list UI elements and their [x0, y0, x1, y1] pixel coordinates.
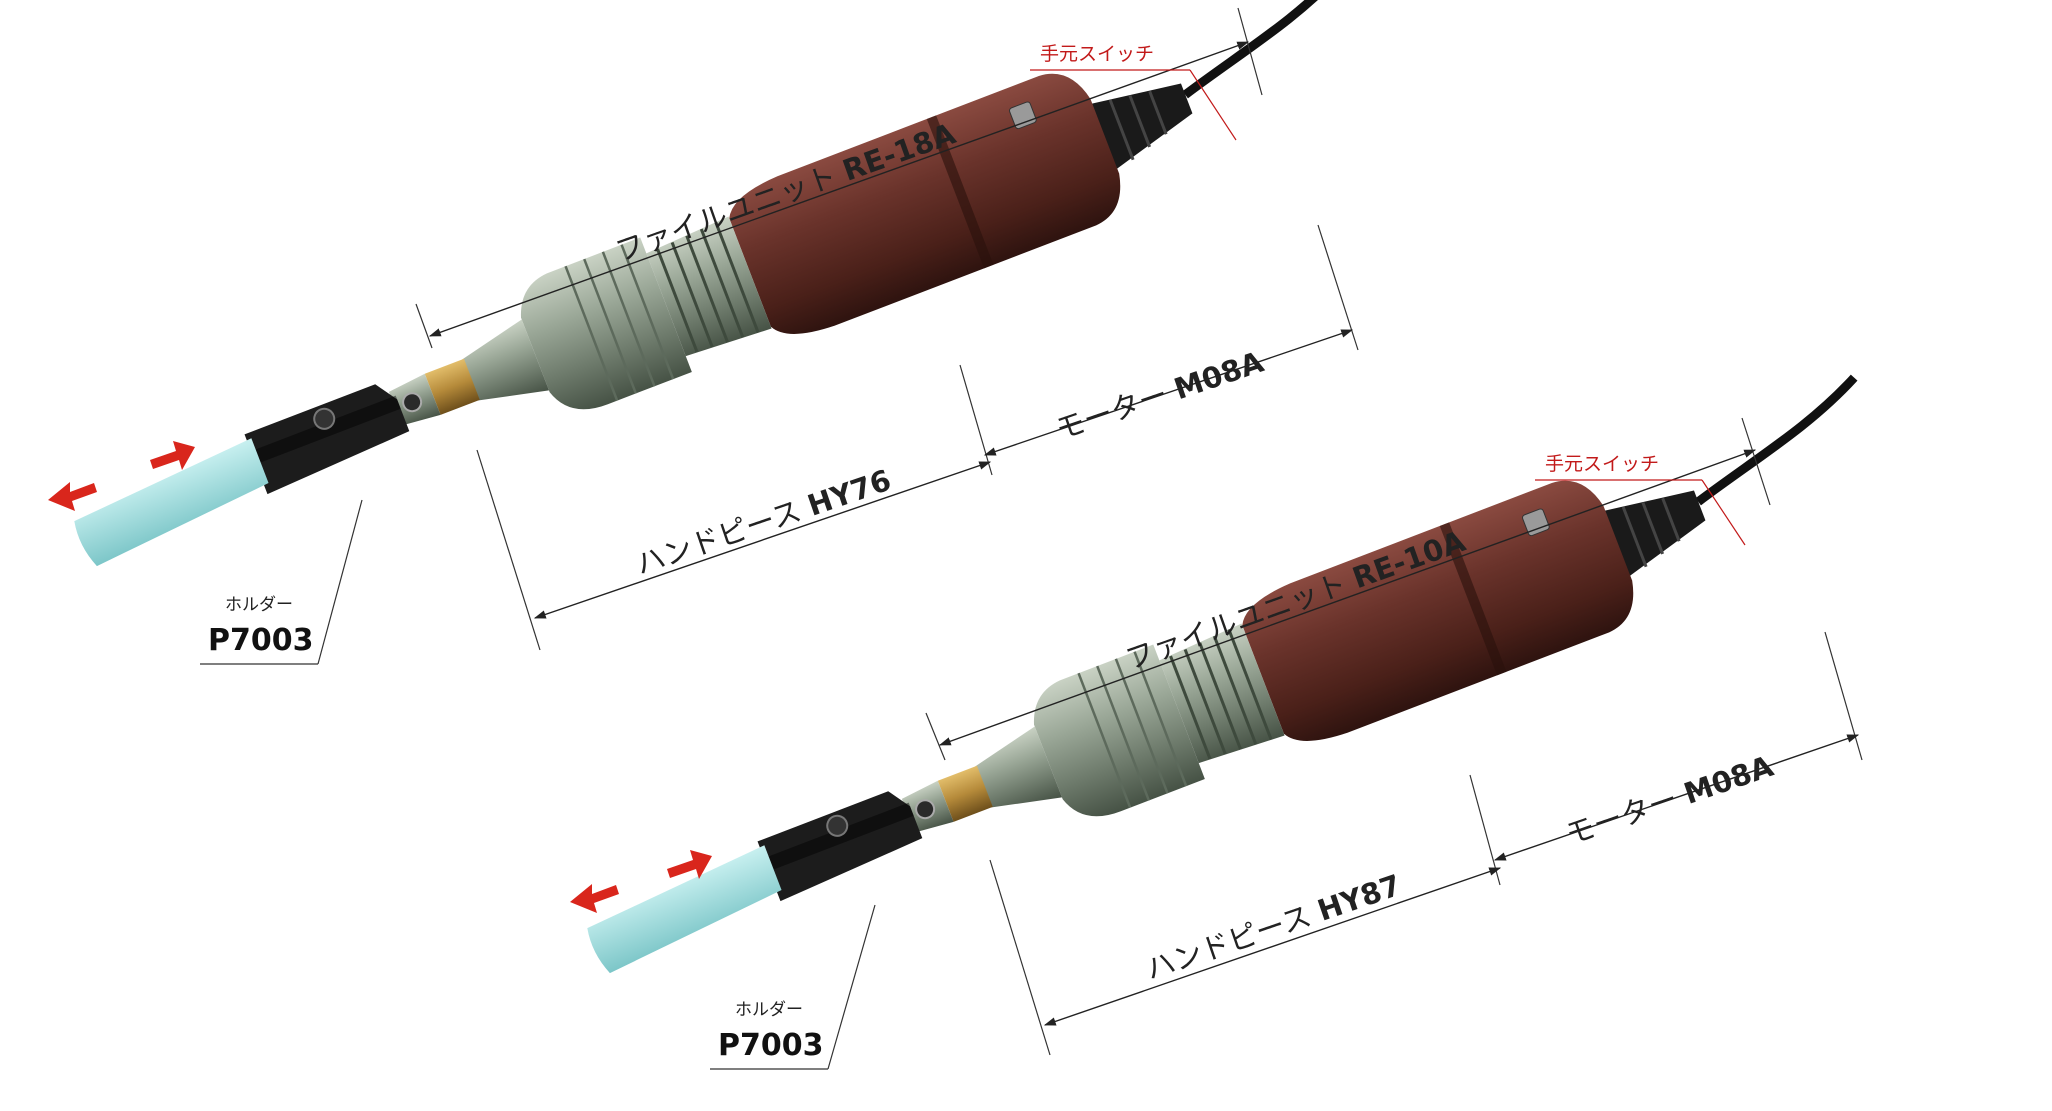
reciprocating-arrows-1 [48, 441, 195, 511]
motor-code-2: M08A [1680, 749, 1778, 811]
tool-illustration-2 [561, 368, 1908, 1013]
holder-code-1: P7003 [208, 623, 313, 658]
motor-code-1: M08A [1170, 344, 1268, 406]
switch-label-2: 手元スイッチ [1545, 453, 1659, 475]
svg-text:ハンドピース HY87: ハンドピース HY87 [1141, 868, 1405, 987]
holder-code-2: P7003 [718, 1028, 823, 1063]
tool-illustration-1 [48, 0, 1395, 606]
motor-label-2: モーター [1561, 782, 1682, 852]
holder-label-1: ホルダー [225, 595, 293, 615]
handpiece-code-1: HY76 [803, 463, 895, 523]
svg-text:モーター M08A: モーター M08A [1051, 344, 1268, 446]
svg-text:モーター M08A: モーター M08A [1561, 749, 1778, 852]
switch-label-1: 手元スイッチ [1040, 43, 1154, 65]
handpiece-label-2: ハンドピース [1141, 899, 1315, 987]
handpiece-code-2: HY87 [1313, 868, 1405, 928]
holder-label-2: ホルダー [735, 1000, 803, 1020]
reciprocating-arrows-2 [570, 850, 712, 913]
motor-label-1: モーター [1051, 377, 1172, 447]
svg-text:ハンドピース HY76: ハンドピース HY76 [631, 463, 895, 582]
handpiece-label-1: ハンドピース [631, 494, 805, 582]
